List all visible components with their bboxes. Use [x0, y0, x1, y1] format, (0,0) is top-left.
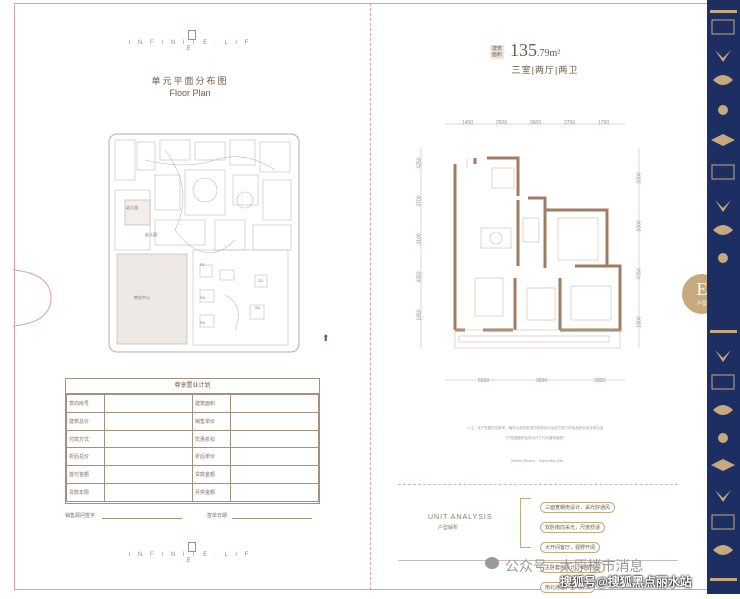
- unit-analysis-bracket: [520, 498, 531, 548]
- form-label: 优惠折扣: [191, 429, 231, 449]
- layout-label: 三室|两厅|两卫: [511, 65, 579, 75]
- feature-list: 三面宽朝南设计，采光好通风双卧南向采光，尺度舒适大开间客厅，视野开阔主卧套房设计…: [540, 496, 680, 596]
- form-value[interactable]: [229, 483, 320, 502]
- site-label-commercial: 商业中心: [134, 295, 150, 300]
- bldg-label-s2: S2: [258, 278, 263, 283]
- site-label-kindergarten-b: 幼儿园: [145, 232, 157, 237]
- floorplan-title-cn: 单元平面分布图: [151, 76, 229, 86]
- consultant-signature-line[interactable]: [102, 518, 182, 519]
- form-label: 折后总价: [66, 447, 105, 467]
- brand-bottom: I N F I N I T E · L I F E: [128, 552, 252, 564]
- ornament-strip: [707, 0, 740, 594]
- note-line-2: （户型图面积及所示尺寸均为建筑面积）: [503, 436, 567, 440]
- form-value[interactable]: [103, 447, 193, 467]
- dimension-label: 3300: [594, 378, 606, 384]
- purchase-plan-form: 尊享置业计划 意向房号建筑面积建筑总价销售单价付款方式优惠折扣折后总价折后单价首…: [65, 378, 320, 504]
- form-row: 折后总价 折后单价: [66, 447, 320, 467]
- dimension-label: 2500: [496, 120, 508, 126]
- divider-line: [398, 484, 678, 485]
- feature-item: 南北通透，空气对流: [540, 582, 596, 593]
- left-tab-notch: [13, 268, 52, 328]
- feature-item: 主卧套房设计，私密性强: [540, 562, 606, 573]
- form-value[interactable]: [103, 411, 193, 431]
- area-decimal: .79m²: [537, 48, 561, 59]
- area-label-top: 建筑: [492, 46, 503, 52]
- dimension-label: 5600: [478, 378, 490, 384]
- floorplan-title-en: Floor Plan: [169, 88, 211, 98]
- brand-logo-top: [188, 30, 196, 40]
- bldg-label-s4: S4: [200, 320, 205, 325]
- form-row: 付款方式 优惠折扣: [66, 429, 320, 449]
- left-panel: [14, 3, 371, 590]
- watermark-sohu: 搜狐号@搜狐黑点丽水站: [560, 575, 692, 589]
- unit-analysis-sub: 户型解析: [438, 525, 459, 531]
- form-label: 折后单价: [191, 447, 231, 467]
- form-value[interactable]: [103, 465, 193, 485]
- badge-sub: 户型: [696, 301, 707, 307]
- form-label: 建筑总价: [66, 411, 105, 431]
- form-table: 意向房号 建筑面积建筑总价 销售单价付款方式 优惠折扣折后总价 折后单价首付金额 贷款金额…: [66, 394, 320, 502]
- site-plan-map: [108, 133, 300, 353]
- form-label: 销售单价: [191, 411, 231, 431]
- sub-brand: Infinite Beach · Superstar Life: [510, 458, 564, 463]
- dimension-label: 3600: [536, 378, 548, 384]
- area-label-bottom: 面积: [492, 52, 503, 58]
- form-label: 首付金额: [66, 465, 105, 485]
- badge-letter: E: [696, 279, 708, 299]
- consultant-signature-label: 销售顾问签字: [65, 513, 96, 519]
- form-title: 尊享置业计划: [66, 379, 319, 394]
- form-value[interactable]: [229, 394, 320, 413]
- area-label: 建筑 面积: [490, 45, 505, 59]
- feature-item: 三面宽朝南设计，采光好通风: [540, 502, 616, 513]
- feature-item: 双卧南向采光，尺度舒适: [540, 522, 606, 533]
- brand-logo-bottom: [188, 542, 196, 552]
- dimension-label: 1750: [598, 120, 610, 126]
- unit-analysis-title: UNIT ANALYSIS: [428, 514, 493, 521]
- dimension-label: 1450: [462, 120, 474, 126]
- watermark-wechat: 公众号 · 太原楼市消息: [505, 558, 644, 574]
- note-line-1: ※注：本户型图仅供参考，最终以政府批准的规划设计及双方签订的商品房买卖合同为准: [466, 426, 604, 430]
- site-label-kindergarten: 幼儿园: [126, 205, 138, 210]
- unit-floor-plan: [420, 123, 640, 381]
- bldg-label-s5: S5: [255, 305, 260, 310]
- form-row: 首付金额 贷款金额: [66, 465, 320, 485]
- ornament-pattern: [710, 10, 737, 581]
- form-row: 意向房号 建筑面积: [66, 394, 320, 413]
- form-label: 贷款年限: [66, 483, 105, 502]
- north-arrow-icon: ⬆: [322, 333, 330, 343]
- form-value[interactable]: [229, 465, 320, 485]
- date-label: 签单日期: [207, 513, 228, 519]
- date-line[interactable]: [232, 518, 312, 519]
- dimension-label: 3600: [530, 120, 542, 126]
- form-label: 付款方式: [66, 429, 105, 449]
- form-value[interactable]: [103, 429, 193, 449]
- brand-top: I N F I N I T E · L I F E: [128, 40, 252, 52]
- wechat-icon: [485, 557, 499, 569]
- form-row: 贷款年限 月供金额: [66, 483, 320, 502]
- bldg-label-s3: S3: [200, 295, 205, 300]
- dimension-label: 2750: [564, 120, 576, 126]
- form-value[interactable]: [229, 429, 320, 449]
- bldg-label-s1: S1: [200, 262, 205, 267]
- form-label: 月供金额: [191, 483, 231, 502]
- form-label: 意向房号: [66, 394, 105, 413]
- feature-item: 大开间客厅，视野开阔: [540, 542, 601, 553]
- form-value[interactable]: [103, 483, 193, 502]
- form-value[interactable]: [103, 394, 193, 413]
- form-value[interactable]: [229, 447, 320, 467]
- area-int: 135: [510, 40, 537, 60]
- bottom-rule: [398, 560, 678, 561]
- form-label: 建筑面积: [191, 394, 231, 413]
- form-label: 贷款金额: [191, 465, 231, 485]
- form-row: 建筑总价 销售单价: [66, 411, 320, 431]
- form-value[interactable]: [229, 411, 320, 431]
- area-value: 135.79m²: [510, 40, 560, 61]
